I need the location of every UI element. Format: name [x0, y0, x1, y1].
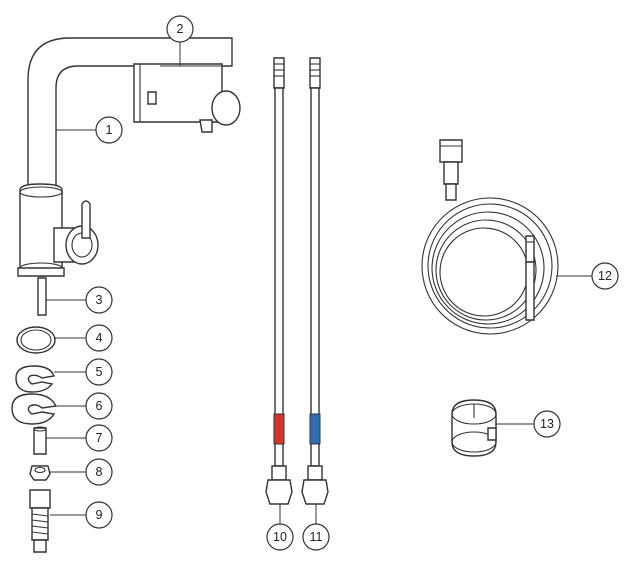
callout-4-label: 4	[96, 331, 103, 345]
callout-2: 2	[166, 15, 194, 43]
callout-6: 6	[85, 392, 113, 420]
callout-10-label: 10	[273, 530, 287, 544]
callout-2-label: 2	[177, 22, 184, 36]
o-ring	[16, 326, 56, 354]
horseshoe-washer-upper	[15, 365, 55, 393]
callout-11-label: 11	[310, 530, 323, 544]
callout-3: 3	[85, 286, 113, 314]
callout-1-label: 1	[106, 123, 113, 137]
callout-7: 7	[85, 424, 113, 452]
spacer-sleeve	[33, 426, 47, 455]
callout-1: 1	[95, 116, 123, 144]
callout-13-label: 13	[540, 417, 554, 431]
callout-11: 11	[302, 523, 330, 551]
threaded-rod	[37, 277, 47, 316]
hose-weight	[451, 399, 497, 457]
hot-color-band	[273, 413, 285, 445]
callout-12: 12	[591, 262, 619, 290]
cold-water-hose	[301, 57, 329, 505]
callout-9-label: 9	[96, 508, 103, 522]
hex-nut	[29, 465, 51, 481]
callout-8: 8	[85, 458, 113, 486]
callout-12-label: 12	[598, 269, 612, 283]
callout-7-label: 7	[96, 431, 103, 445]
callout-4: 4	[85, 324, 113, 352]
callout-8-label: 8	[96, 465, 103, 479]
callout-6-label: 6	[96, 399, 103, 413]
coiled-spray-hose	[421, 139, 559, 335]
pull-out-spray-head	[133, 63, 241, 133]
leader-lines	[46, 42, 592, 524]
callout-13: 13	[533, 410, 561, 438]
callout-9: 9	[85, 501, 113, 529]
horseshoe-washer-lower	[11, 393, 58, 425]
callout-5: 5	[85, 358, 113, 386]
cold-color-band	[309, 413, 321, 445]
hot-water-hose	[265, 57, 293, 505]
callout-5-label: 5	[96, 365, 103, 379]
callout-10: 10	[266, 523, 294, 551]
callout-3-label: 3	[96, 293, 103, 307]
faucet-body	[17, 37, 241, 277]
mounting-stud	[29, 489, 51, 553]
